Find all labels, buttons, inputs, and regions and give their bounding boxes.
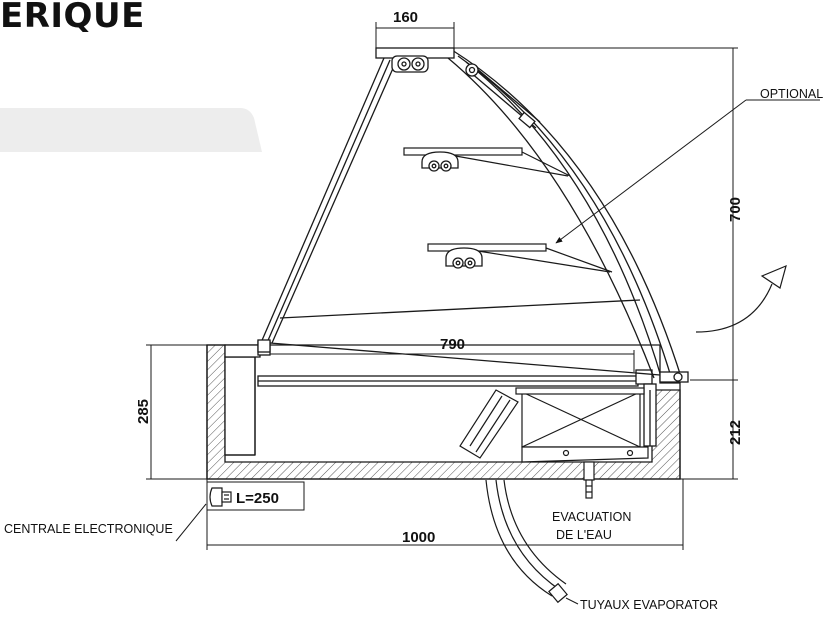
label-drain-line2: DE L'EAU (556, 528, 612, 542)
shelf-upper (403, 147, 571, 177)
dim-cable-length: L=250 (236, 490, 279, 507)
dim-inner-depth: 790 (440, 336, 465, 353)
shelf-lower (427, 243, 613, 273)
dim-total-height: 700 (727, 197, 744, 222)
lamp-icon (391, 55, 429, 73)
lamp-icon (421, 151, 459, 172)
front-glass-frame (257, 47, 689, 383)
dim-base-height: 285 (135, 399, 152, 424)
lamp-icon (445, 247, 483, 269)
label-electronic-controller: CENTRALE ELECTRONIQUE (4, 522, 173, 536)
evaporator-unit (459, 387, 649, 499)
dim-counter-height: 212 (727, 420, 744, 445)
header-tab-band (0, 108, 262, 152)
page-heading: ERIQUE (0, 0, 145, 36)
leader-lines (175, 99, 820, 605)
electronic-controller-icon (209, 487, 232, 507)
evaporator-pipes (485, 479, 568, 604)
label-drain-line1: EVACUATION (552, 510, 631, 524)
dim-total-depth: 1000 (402, 529, 435, 546)
door-open-arrow-icon (695, 264, 787, 333)
label-optional: OPTIONAL (760, 87, 823, 101)
label-evaporator-pipes: TUYAUX EVAPORATOR (580, 598, 718, 612)
dim-top-width: 160 (393, 9, 418, 26)
